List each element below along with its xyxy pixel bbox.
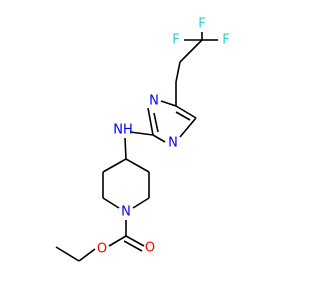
bond-ring-c6-c5-inner [175,111,191,121]
bond-pip-n-c6 [132,197,150,209]
oxygen-atom-carbonyl: O [145,241,155,256]
bonds [55,32,218,262]
nh-amine-label: NH [113,123,133,138]
bond-nh-to-piperidine [124,137,127,160]
bond-pip-c5-c4 [125,158,150,173]
nitrogen-atom-piperidine: N [121,205,131,220]
atom-labels: F F F N N NH N O O [97,17,230,257]
bond-carbonyl-to-o-ester [108,235,127,247]
bond-ring-to-nh [129,131,154,136]
bond-chain-middle [175,61,181,83]
bond-pip-c2-n [102,197,120,209]
bond-pip-c4-c3 [102,158,127,173]
bond-ring-c6-c5 [175,105,197,119]
bond-carbonyl-double-a [125,235,145,247]
oxygen-atom-ester: O [97,242,107,257]
bond-ring-n1-c6 [179,117,197,138]
bond-ring-n3-c2-inner [153,112,159,133]
bond-o-to-ethyl [78,248,96,262]
bond-ring-c4-n3 [160,100,177,107]
bond-ring-c2-n1 [152,134,166,143]
molecule-structure: F F F N N NH N O O [55,17,230,262]
fluorine-atom-left: F [172,33,179,48]
nitrogen-atom-pyrimidine-lower: N [168,136,178,151]
bond-carbonyl-double-b [123,240,143,252]
bond-ethyl-terminal [55,246,80,262]
bond-ring-n3-c2 [147,107,154,136]
fluorine-atom-right: F [222,33,229,48]
fluorine-atom-top: F [198,17,205,32]
nitrogen-atom-pyrimidine-upper: N [149,94,159,109]
bond-cf3-chain [179,39,203,63]
